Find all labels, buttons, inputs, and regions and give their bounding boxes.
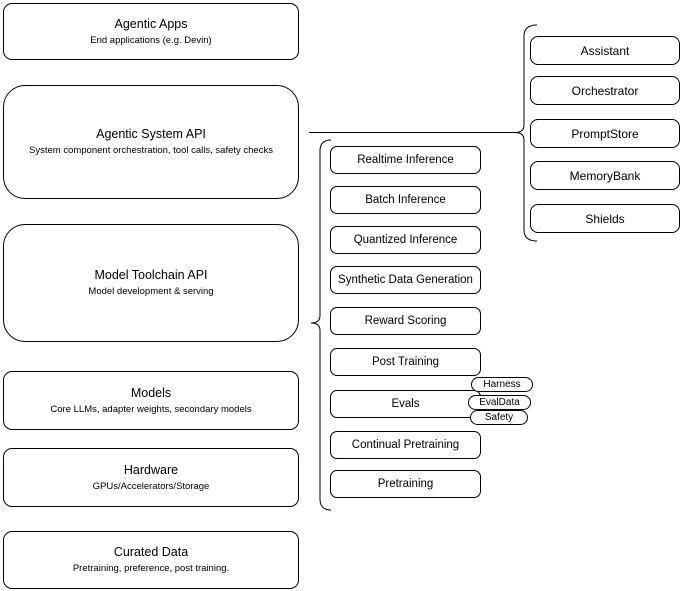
evals-tag-label: Safety [484,411,514,423]
evals-tag-safety: Safety [470,410,528,425]
toolchain-item-batch-inference: Batch Inference [330,186,481,214]
layer-subtitle: End applications (e.g. Devin) [90,34,212,46]
evals-tag-label: Harness [483,378,521,390]
layer-box-model-toolchain-api: Model Toolchain API Model development & s… [3,224,299,342]
toolchain-item-label: Reward Scoring [364,315,447,327]
toolchain-item-pretraining: Pretraining [330,470,481,498]
layer-title: Hardware [123,462,179,477]
system-component-label: PromptStore [571,126,639,141]
system-component-label: MemoryBank [569,168,641,183]
layer-title: Agentic Apps [114,16,188,31]
system-component-label: Orchestrator [571,83,639,98]
layer-subtitle: GPUs/Accelerators/Storage [92,480,210,492]
evals-tag-harness: Harness [471,377,533,392]
system-component-promptstore: PromptStore [530,119,680,148]
evals-tag-evaldata: EvalData [468,395,531,410]
toolchain-item-label: Evals [391,398,420,410]
layer-subtitle: System component orchestration, tool cal… [29,145,273,156]
system-component-label: Shields [585,211,625,226]
toolchain-item-label: Continual Pretraining [351,439,460,451]
layer-subtitle: Core LLMs, adapter weights, secondary mo… [50,403,252,415]
layer-title: Agentic System API [96,127,206,141]
toolchain-item-label: Quantized Inference [353,234,458,246]
toolchain-item-label: Synthetic Data Generation [338,274,473,286]
layer-title: Model Toolchain API [94,268,208,282]
toolchain-item-evals: Evals [330,390,481,418]
toolchain-item-synthetic-data-generation: Synthetic Data Generation [330,266,481,294]
layer-title: Models [130,385,172,400]
layer-title: Curated Data [113,545,189,559]
evals-tag-label: EvalData [479,396,520,408]
layer-box-agentic-system-api: Agentic System API System component orche… [3,85,299,199]
system-component-shields: Shields [530,204,680,233]
toolchain-brace [310,139,332,511]
toolchain-item-label: Realtime Inference [357,154,454,166]
toolchain-item-reward-scoring: Reward Scoring [330,307,481,335]
system-component-memorybank: MemoryBank [530,161,680,190]
toolchain-item-quantized-inference: Quantized Inference [330,226,481,254]
toolchain-item-label: Pretraining [377,478,434,490]
system-component-assistant: Assistant [530,36,680,65]
system-component-orchestrator: Orchestrator [530,76,680,105]
system-component-label: Assistant [580,43,630,58]
toolchain-item-label: Batch Inference [365,194,446,206]
toolchain-item-continual-pretraining: Continual Pretraining [330,431,481,459]
layer-subtitle: Model development & serving [88,286,214,297]
toolchain-item-post-training: Post Training [330,348,481,376]
toolchain-item-label: Post Training [371,356,440,368]
toolchain-item-realtime-inference: Realtime Inference [330,146,481,174]
layer-subtitle: Pretraining, preference, post training. [72,563,230,574]
